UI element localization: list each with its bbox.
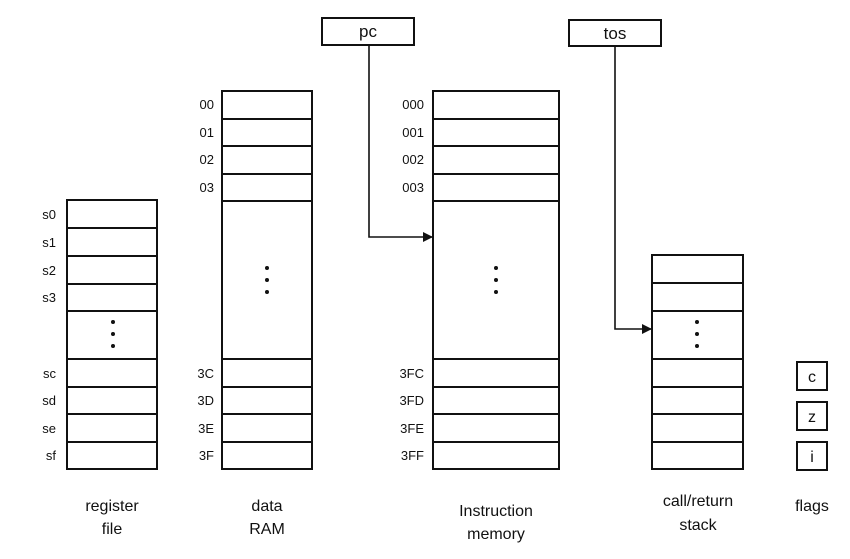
stack-entry [651, 254, 744, 284]
imem-cell-3fd [432, 386, 560, 415]
stack-entry [651, 413, 744, 443]
stack-caption: stack [679, 517, 717, 534]
instruction-memory: 000 001 002 003 3FC 3FD 3FE 3FF Instruct… [399, 90, 560, 543]
stack-entry [651, 282, 744, 312]
vertical-ellipsis-icon [695, 320, 699, 348]
ram-cell-3e [221, 413, 313, 443]
ram-address-label: 03 [200, 180, 214, 195]
flag-interrupt-label: i [810, 449, 814, 466]
ram-cell-3f [221, 441, 313, 470]
register-label: s0 [42, 207, 56, 222]
register-label: sf [46, 448, 57, 463]
ram-address-label: 01 [200, 125, 214, 140]
flag-carry-box [796, 361, 828, 391]
ram-cell-3d [221, 386, 313, 415]
imem-cell-3fe [432, 413, 560, 443]
vertical-ellipsis-icon [494, 266, 498, 294]
imem-address-label: 3FE [400, 421, 424, 436]
pc-arrow [368, 45, 433, 242]
top-of-stack-pointer: tos [568, 19, 662, 334]
register-sc [66, 358, 158, 388]
register-file-caption: file [102, 521, 123, 538]
instruction-memory-caption: memory [467, 526, 525, 543]
register-label: se [42, 421, 56, 436]
flag-zero-box [796, 401, 828, 431]
register-label: s1 [42, 235, 56, 250]
flag-interrupt-box [796, 441, 828, 471]
ram-address-label: 02 [200, 152, 214, 167]
imem-address-label: 3FC [399, 366, 424, 381]
flag-carry-label: c [808, 369, 816, 386]
ram-address-label: 3C [197, 366, 214, 381]
imem-cell-000 [432, 90, 560, 120]
ram-address-label: 3E [198, 421, 214, 436]
ram-cell-00 [221, 90, 313, 120]
imem-address-label: 3FD [399, 393, 424, 408]
data-ram: 00 01 02 03 3C 3D 3E 3F data RAM [197, 90, 313, 538]
register-label: sd [42, 393, 56, 408]
tos-arrow [614, 46, 652, 334]
register-sd [66, 386, 158, 415]
ram-cell-3c [221, 358, 313, 388]
ram-cell-01 [221, 118, 313, 147]
register-label: sc [43, 366, 57, 381]
flags-caption: flags [795, 498, 829, 515]
vertical-ellipsis-icon [265, 266, 269, 294]
program-counter: pc [321, 17, 433, 242]
register-label: s2 [42, 263, 56, 278]
imem-cell-002 [432, 145, 560, 175]
instruction-memory-caption: Instruction [459, 503, 533, 520]
imem-address-label: 000 [402, 97, 424, 112]
register-se [66, 413, 158, 443]
ram-address-label: 3D [197, 393, 214, 408]
stack-entry [651, 358, 744, 388]
stack-entry [651, 386, 744, 415]
flag-zero-label: z [808, 409, 816, 426]
imem-cell-3ff [432, 441, 560, 470]
pc-label: pc [359, 22, 377, 41]
imem-cell-3fc [432, 358, 560, 388]
imem-cell-003 [432, 173, 560, 202]
stack-entry [651, 441, 744, 470]
imem-cell-001 [432, 118, 560, 147]
flags: c z i flags [795, 361, 829, 515]
tos-label: tos [604, 24, 627, 43]
register-label: s3 [42, 290, 56, 305]
call-return-stack: call/return stack [651, 254, 744, 534]
vertical-ellipsis-icon [111, 320, 115, 348]
imem-address-label: 003 [402, 180, 424, 195]
imem-address-label: 002 [402, 152, 424, 167]
imem-address-label: 3FF [401, 448, 424, 463]
register-file-caption: register [85, 498, 139, 515]
register-s0 [66, 199, 158, 229]
pc-register-box [321, 17, 415, 46]
data-ram-caption: RAM [249, 521, 285, 538]
ram-cell-02 [221, 145, 313, 175]
register-file: s0 s1 s2 s3 sc sd se sf register file [42, 199, 158, 538]
data-ram-caption: data [251, 498, 282, 515]
ram-address-label: 3F [199, 448, 214, 463]
register-s3 [66, 283, 158, 312]
register-s1 [66, 227, 158, 257]
ram-address-label: 00 [200, 97, 214, 112]
ram-cell-03 [221, 173, 313, 202]
stack-caption: call/return [663, 493, 733, 510]
register-s2 [66, 255, 158, 285]
imem-address-label: 001 [402, 125, 424, 140]
register-sf [66, 441, 158, 470]
